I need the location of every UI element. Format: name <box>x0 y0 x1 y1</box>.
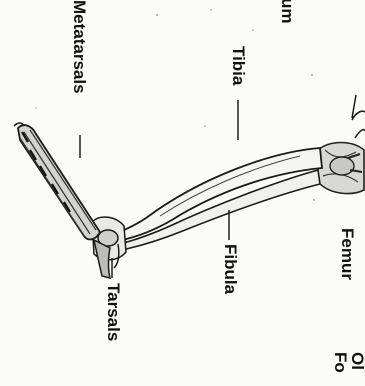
fragment-label-1: Ol <box>349 352 365 370</box>
fragment-label-2: Fo <box>332 352 349 373</box>
ilium-label-fragment: um <box>279 0 296 24</box>
tarsals-label: Tarsals <box>105 283 122 341</box>
tibia-bone <box>120 148 322 240</box>
metatarsal-bones <box>14 123 100 239</box>
tibia-label: Tibia <box>230 46 247 85</box>
metatarsals-label: Metatarsals <box>71 0 88 94</box>
knee-joint <box>318 143 364 194</box>
femur-label: Femur <box>339 228 356 280</box>
hip-joint-fragment <box>352 111 365 138</box>
fibula-label: Fibula <box>222 244 239 294</box>
